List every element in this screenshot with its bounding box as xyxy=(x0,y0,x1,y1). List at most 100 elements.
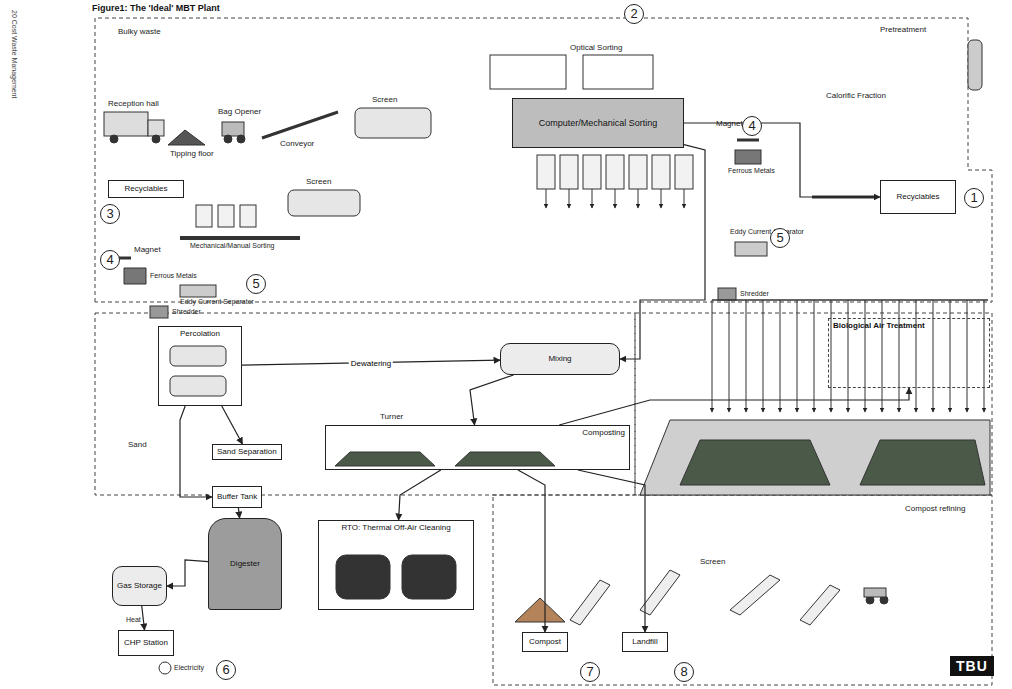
air-pipe xyxy=(797,300,798,412)
air-pipe xyxy=(933,300,934,412)
process-box: RTO: Thermal Off-Air Cleaning xyxy=(318,520,474,610)
part-label: Heat xyxy=(126,616,141,624)
flow-connector xyxy=(399,470,441,520)
mixing-drum: Mixing xyxy=(500,343,620,375)
flow-connector xyxy=(518,470,545,632)
air-pipe xyxy=(763,300,764,412)
callout-number: 6 xyxy=(216,660,236,680)
ferrous-bin xyxy=(124,268,146,284)
air-pipe xyxy=(746,300,747,412)
part-label: Screen xyxy=(700,558,725,567)
sorting-bin xyxy=(675,155,693,189)
treatment-region xyxy=(95,313,635,495)
flow-connector xyxy=(559,388,909,425)
air-pipe xyxy=(899,300,900,412)
part-label: Magnet xyxy=(134,246,161,255)
air-pipe xyxy=(780,300,781,412)
treatment-area: Biological Air Treatment xyxy=(828,318,990,388)
conveyor xyxy=(262,112,338,138)
compost-heap xyxy=(335,452,435,466)
flow-connector xyxy=(142,606,145,630)
percolator-drum xyxy=(170,376,226,396)
callout-number: 4 xyxy=(100,250,120,270)
callout-number: 8 xyxy=(674,662,694,682)
part-label: Bag Opener xyxy=(218,108,261,117)
callout-number: 4 xyxy=(742,116,762,136)
bin-outlet xyxy=(592,189,593,208)
separator xyxy=(180,285,216,297)
part-label: Tipping floor xyxy=(170,150,214,159)
truck-cab xyxy=(148,120,164,136)
screen-deck xyxy=(570,580,610,625)
part-label: Shredder xyxy=(740,290,769,298)
kiln-icon xyxy=(968,40,982,90)
area-label: Compost refining xyxy=(905,505,965,514)
air-pipe xyxy=(882,300,883,412)
digester-tank: Digester xyxy=(208,518,282,610)
ferrous-bin xyxy=(735,150,761,164)
output-box: Recyclables xyxy=(108,180,184,198)
process-box: CHP Station xyxy=(118,630,174,656)
node-text: CHP Station xyxy=(124,638,168,647)
air-pipe xyxy=(814,300,815,412)
flow-connector xyxy=(167,560,208,586)
shredder xyxy=(718,288,736,300)
air-pipe xyxy=(831,300,832,412)
air-pipe xyxy=(865,300,866,412)
flow-connector xyxy=(578,470,645,632)
windrow xyxy=(680,440,830,485)
part-label: Eddy Current Separator xyxy=(180,298,254,306)
flow-connector xyxy=(684,123,880,197)
part-label: Mechanical/Manual Sorting xyxy=(190,242,274,250)
part-label: Eddy Current Separator xyxy=(730,228,804,236)
part-label: Screen xyxy=(306,178,331,187)
flow-connector xyxy=(238,508,239,518)
output-box: Compost xyxy=(522,632,568,652)
air-pipe xyxy=(848,300,849,412)
bin-outlet xyxy=(638,189,639,208)
screen-deck xyxy=(640,570,680,615)
air-pipe xyxy=(712,300,713,412)
bin-outlet xyxy=(546,189,547,208)
part-label: Calorific Fraction xyxy=(826,92,886,101)
node-text: RTO: Thermal Off-Air Cleaning xyxy=(341,523,450,532)
gas-tank: Gas Storage xyxy=(112,566,167,606)
node-text: Landfill xyxy=(632,637,657,646)
tank-box: Buffer Tank xyxy=(212,486,262,508)
refining-region xyxy=(493,495,992,685)
node-text: Percolation xyxy=(180,329,220,338)
composting-tunnel: Composting xyxy=(325,425,630,470)
part-label: Ferrous Metals xyxy=(728,167,775,175)
node-text: Digester xyxy=(230,559,260,568)
screen-deck xyxy=(730,575,780,615)
process-box: Percolation xyxy=(158,326,242,406)
node-text: Mixing xyxy=(548,354,571,363)
sorting-bin xyxy=(629,155,647,189)
callout-number: 7 xyxy=(580,662,600,682)
sorting-bin xyxy=(537,155,555,189)
air-pipe xyxy=(967,300,968,412)
callout-number: 3 xyxy=(100,204,120,224)
node-text: Gas Storage xyxy=(117,581,162,590)
output-box: Recyclables xyxy=(880,180,956,214)
loader xyxy=(864,588,886,597)
sensor-unit xyxy=(583,55,653,89)
rto-unit xyxy=(402,555,456,599)
percolator-drum xyxy=(170,346,226,366)
bin-outlet xyxy=(615,189,616,208)
part-label: Screen xyxy=(372,96,397,105)
part-label: Optical Sorting xyxy=(570,44,622,53)
node-text: Composting xyxy=(582,428,625,437)
electricity-symbol xyxy=(159,662,171,674)
rto-unit xyxy=(336,555,390,599)
node-text: Compost xyxy=(529,637,561,646)
area-label: Bulky waste xyxy=(118,28,161,37)
sorting-bin xyxy=(583,155,601,189)
part-label: Magnet xyxy=(716,120,743,129)
air-pipe xyxy=(729,300,730,412)
sorting-bin xyxy=(218,205,234,227)
magnet xyxy=(737,139,759,142)
node-text: Biological Air Treatment xyxy=(833,321,925,330)
callout-number: 2 xyxy=(624,4,644,24)
figure-title: Figure1: The 'Ideal' MBT Plant xyxy=(92,3,220,13)
